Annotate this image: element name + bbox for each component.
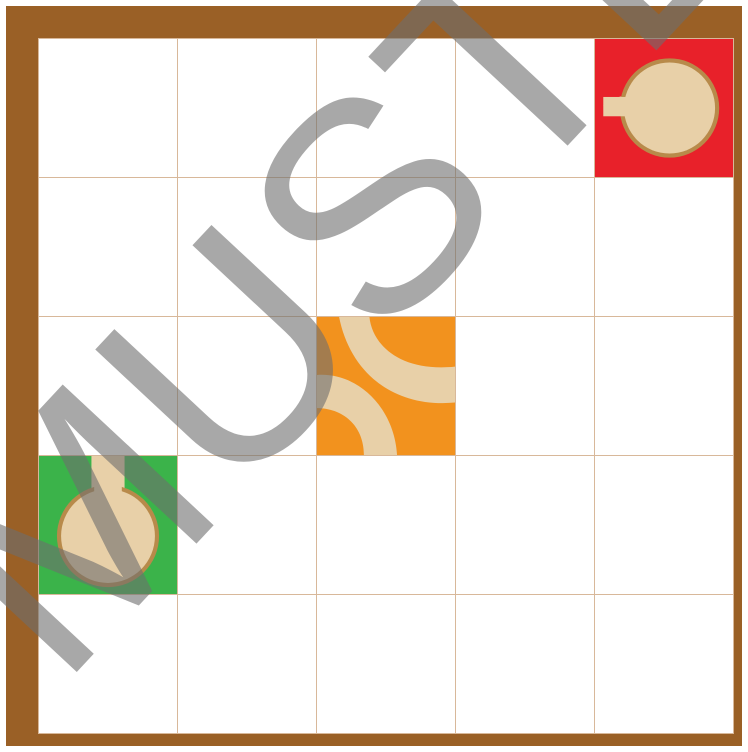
grid-cell[interactable] xyxy=(178,317,316,455)
game-board-frame xyxy=(6,6,742,746)
grid-cell[interactable] xyxy=(595,178,733,316)
grid-cell[interactable] xyxy=(595,595,733,733)
grid-cell[interactable] xyxy=(456,39,594,177)
end-hole-icon xyxy=(595,39,733,177)
grid-cell[interactable] xyxy=(595,456,733,594)
grid-cell[interactable] xyxy=(178,595,316,733)
start-hole-icon xyxy=(39,456,177,594)
grid-cell[interactable] xyxy=(39,39,177,177)
grid-cell[interactable] xyxy=(317,178,455,316)
curved-path-icon xyxy=(317,317,455,455)
grid-cell[interactable] xyxy=(39,317,177,455)
grid-cell[interactable] xyxy=(317,456,455,594)
orange-curve-tile[interactable] xyxy=(317,317,455,455)
grid-cell[interactable] xyxy=(456,456,594,594)
red-end-tile[interactable] xyxy=(595,39,733,177)
grid-cell[interactable] xyxy=(178,39,316,177)
grid-cell[interactable] xyxy=(178,456,316,594)
grid-cell[interactable] xyxy=(595,317,733,455)
grid-cell[interactable] xyxy=(317,39,455,177)
game-grid xyxy=(38,38,734,734)
grid-cell[interactable] xyxy=(317,595,455,733)
grid-cell[interactable] xyxy=(39,595,177,733)
grid-cell[interactable] xyxy=(178,178,316,316)
grid-cell-orange-tile[interactable] xyxy=(317,317,455,455)
grid-cell[interactable] xyxy=(456,178,594,316)
green-start-tile[interactable] xyxy=(39,456,177,594)
grid-cell[interactable] xyxy=(456,317,594,455)
grid-cell-red-tile[interactable] xyxy=(595,39,733,177)
grid-cell[interactable] xyxy=(456,595,594,733)
grid-cell[interactable] xyxy=(39,178,177,316)
grid-cell-green-tile[interactable] xyxy=(39,456,177,594)
